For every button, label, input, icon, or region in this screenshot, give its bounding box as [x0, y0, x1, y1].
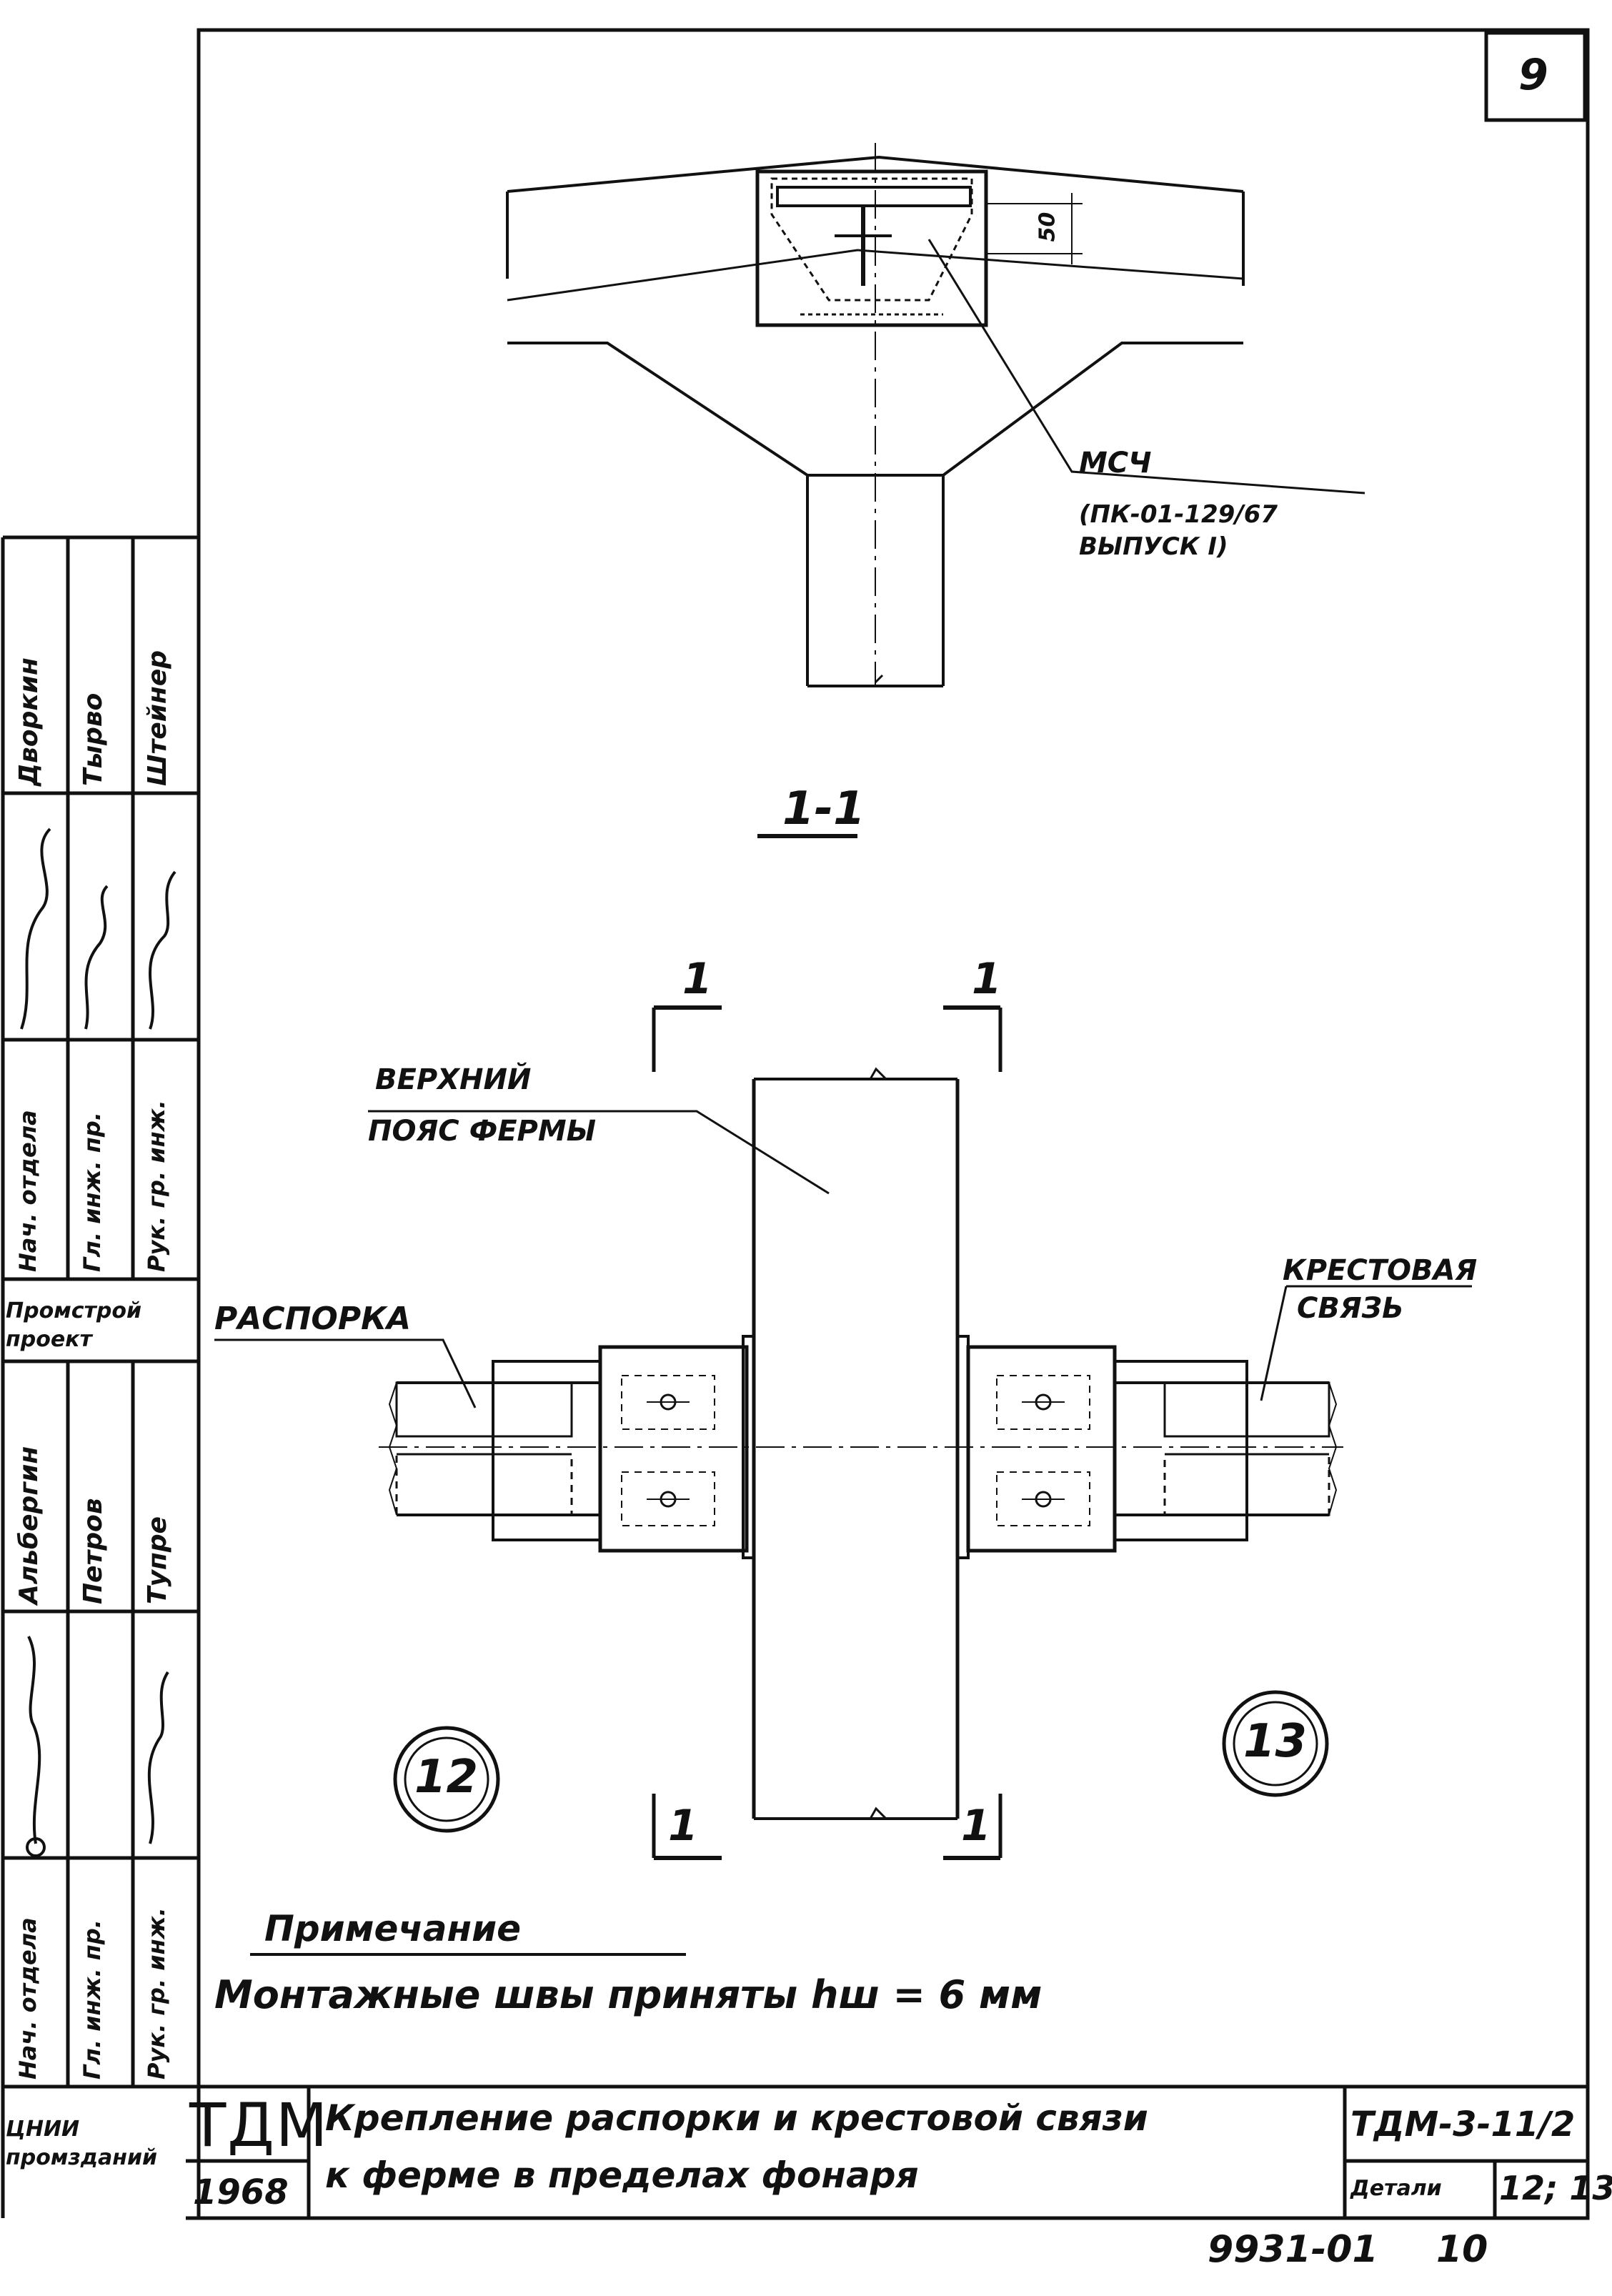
detail-numbers: 12; 13: [1499, 2169, 1612, 2207]
callout-line-2: (ПК-01-129/67: [1079, 500, 1278, 529]
title-line-2: к ферме в пределах фонаря: [325, 2155, 919, 2196]
doc-code: ТДМ-3-11/2: [1350, 2104, 1576, 2145]
page-number-box: [1484, 31, 1587, 122]
section-view: [506, 143, 1365, 838]
stamp-org-2: ЦНИИ промзданий: [6, 2117, 158, 2170]
note-text: Монтажные швы приняты hш = 6 мм: [214, 1972, 1043, 2017]
detail-label: Детали: [1350, 2176, 1442, 2201]
stamp-org-1: Промстрой проект: [6, 1298, 141, 1352]
detail-marker-13: 13: [1243, 1715, 1308, 1768]
cut-mark-bottom-left: 1: [668, 1801, 698, 1851]
note-heading: Примечание: [264, 1908, 522, 1949]
label-strut: РАСПОРКА: [214, 1301, 412, 1337]
weld-dimension: 50: [1035, 212, 1060, 242]
page-number: 9: [1518, 50, 1548, 100]
plan-view: [214, 1005, 1472, 1956]
callout-line-1: МСЧ: [1079, 447, 1152, 479]
year: 1968: [193, 2172, 289, 2212]
callout-line-3: ВЫПУСК I): [1079, 532, 1228, 561]
detail-marker-12: 12: [414, 1751, 479, 1804]
label-cross-brace-1: КРЕСТОВАЯ: [1283, 1254, 1478, 1287]
cut-mark-top-left: 1: [682, 954, 712, 1004]
org-logo: ТДМ: [189, 2090, 329, 2160]
cut-mark-top-right: 1: [972, 954, 1002, 1004]
archive-number: 9931-01: [1208, 2228, 1378, 2271]
label-top-chord-1: ВЕРХНИЙ: [375, 1063, 532, 1096]
signatures: [20, 828, 176, 1857]
section-label: 1-1: [782, 782, 865, 835]
label-top-chord-2: ПОЯС ФЕРМЫ: [368, 1115, 597, 1148]
cut-mark-bottom-right: 1: [961, 1801, 991, 1851]
bottom-sheet-number: 10: [1436, 2228, 1488, 2271]
title-line-1: Крепление распорки и крестовой связи: [325, 2097, 1148, 2139]
label-cross-brace-2: СВЯЗЬ: [1297, 1292, 1404, 1325]
